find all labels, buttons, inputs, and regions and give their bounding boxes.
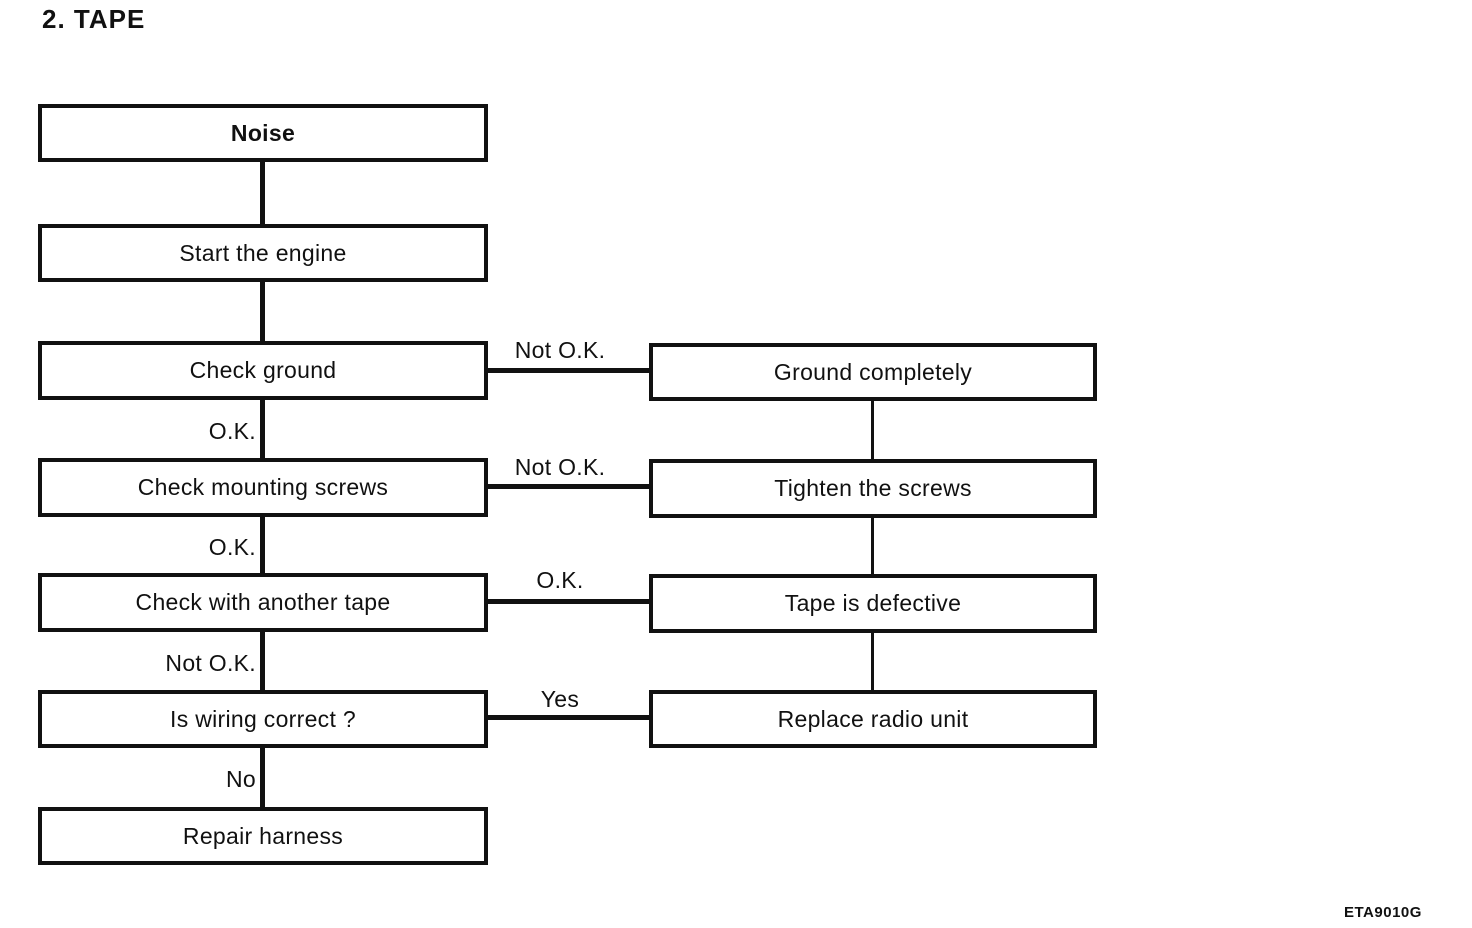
flow-node-label: Repair harness [182,822,344,849]
connector-start-to-check-ground [260,280,265,343]
flow-node-label: Is wiring correct ? [170,705,356,732]
flow-node-label: Replace radio unit [777,705,969,732]
flow-node-label: Tape is defective [784,590,962,616]
edge-label-wiring-no: No [225,766,256,792]
connector-wiring-to-repair [260,746,265,809]
flow-node-start-engine: Start the engine [38,224,488,282]
flow-node-label: Ground completely [773,358,973,385]
flow-node-label: Noise [230,119,296,146]
connector-wiring-to-replace [486,715,651,720]
figure-code: ETA9010G [1344,904,1422,921]
edge-label-wiring-yes: Yes [540,686,580,712]
connector-check-ground-to-screws [260,398,265,460]
flow-node-label: Check mounting screws [137,474,389,500]
flow-node-noise: Noise [38,104,488,162]
edge-label-tape-ok: O.K. [536,567,584,593]
connector-defective-to-replace [871,631,874,692]
flow-node-repair-harness: Repair harness [38,807,488,865]
connector-tape-to-defective [486,599,651,604]
connector-tape-to-wiring [260,630,265,692]
flow-node-check-ground: Check ground [38,341,488,400]
connector-screws-to-tighten [486,484,651,489]
page-title: 2. TAPE [42,4,146,34]
flow-node-label: Check with another tape [135,589,391,615]
flow-node-replace-radio-unit: Replace radio unit [649,690,1097,748]
flow-node-ground-completely: Ground completely [649,343,1097,401]
connector-noise-to-start [260,160,265,226]
connector-ground-to-tighten [871,399,874,461]
connector-screws-to-tape [260,515,265,575]
flow-node-check-another-tape: Check with another tape [38,573,488,632]
flow-node-label: Start the engine [179,239,347,266]
edge-label-screws-not-ok: Not O.K. [514,454,606,480]
edge-label-screws-ok: O.K. [208,534,256,560]
flow-node-check-mounting-screws: Check mounting screws [38,458,488,517]
edge-label-tape-not-ok: Not O.K. [165,650,256,676]
connector-check-ground-to-ground-completely [486,368,651,373]
flow-node-tape-defective: Tape is defective [649,574,1097,633]
edge-label-ground-not-ok: Not O.K. [514,337,606,363]
flow-node-label: Check ground [189,357,337,383]
flow-node-is-wiring-correct: Is wiring correct ? [38,690,488,748]
connector-tighten-to-defective [871,516,874,576]
flow-node-label: Tighten the screws [774,475,972,501]
flow-node-tighten-screws: Tighten the screws [649,459,1097,518]
edge-label-ground-ok: O.K. [208,418,256,444]
